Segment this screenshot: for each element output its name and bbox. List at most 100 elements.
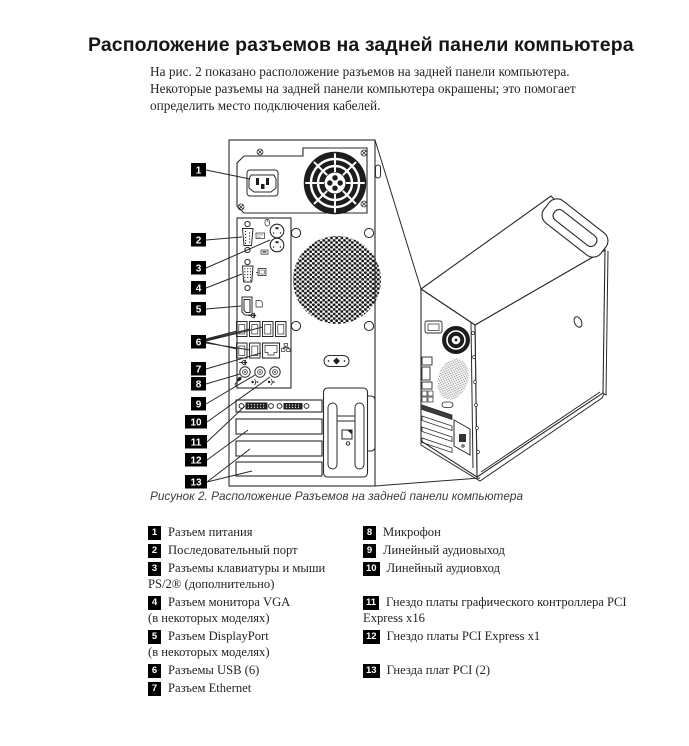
thumbscrew-hole <box>573 316 583 328</box>
slot-cover-pci-1 <box>235 440 323 457</box>
card-retention-bracket <box>322 387 376 478</box>
svg-text:10: 10 <box>190 417 202 428</box>
page-title: Расположение разъемов на задней панели к… <box>88 34 634 56</box>
legend-badge: 12 <box>363 630 380 644</box>
network-icon <box>281 343 291 352</box>
microphone-jack <box>239 366 251 378</box>
leader-lines <box>205 169 271 483</box>
tower-rear-seam <box>470 321 474 469</box>
legend-badge: 10 <box>363 562 380 576</box>
ps2-ports <box>260 219 285 255</box>
mouse-icon <box>264 219 270 227</box>
callout-11: 11 <box>185 435 207 449</box>
callout-10: 10 <box>185 415 207 429</box>
callout-1: 1 <box>191 163 206 177</box>
callout-12: 12 <box>185 453 207 467</box>
serial-port <box>241 220 265 254</box>
callout-3: 3 <box>191 261 206 275</box>
audio-jacks <box>239 366 281 378</box>
io-panel <box>234 217 292 389</box>
callout-6: 6 <box>191 335 206 349</box>
svg-text:8: 8 <box>196 379 202 390</box>
callout-13: 13 <box>185 475 207 489</box>
legend-badge: 2 <box>148 544 161 558</box>
magnify-line-bottom <box>374 477 481 487</box>
svg-text:4: 4 <box>196 283 202 294</box>
line-out-jack <box>254 366 266 378</box>
legend-empty-cell <box>363 680 683 696</box>
tower-isometric <box>420 195 609 482</box>
mini-vent <box>437 358 469 400</box>
vga-port <box>241 258 267 292</box>
legend-badge: 3 <box>148 562 161 576</box>
svg-text:9: 9 <box>196 399 202 410</box>
legend-badge: 13 <box>363 664 380 678</box>
power-connector <box>246 169 279 197</box>
line-in-icon <box>267 378 276 386</box>
line-out-icon <box>251 378 259 386</box>
legend-badge: 11 <box>363 596 380 610</box>
rear-panel-enlarged <box>228 139 381 487</box>
svg-text:12: 12 <box>190 455 202 466</box>
legend-badge: 4 <box>148 596 161 610</box>
slot-cover-pcie-x1 <box>235 418 323 435</box>
figure-caption: Рисунок 2. Расположение Разъемов на задн… <box>150 489 524 503</box>
legend-badge: 6 <box>148 664 161 678</box>
callout-4: 4 <box>191 281 206 295</box>
svg-text:1: 1 <box>196 165 202 176</box>
callout-badges: 1 2 3 4 5 6 7 8 9 10 11 12 13 <box>185 163 207 489</box>
svg-text:13: 13 <box>190 477 202 488</box>
psu-area <box>236 147 368 215</box>
slot-cover-pci-2 <box>235 461 323 477</box>
legend-badge: 8 <box>363 526 376 540</box>
keyboard-icon <box>260 249 269 255</box>
vent-grille <box>293 236 381 324</box>
tower-handle <box>541 198 609 258</box>
callout-7: 7 <box>191 362 206 376</box>
callout-9: 9 <box>191 397 206 411</box>
svg-text:5: 5 <box>196 304 202 315</box>
tower-base <box>420 393 605 482</box>
legend-badge: 9 <box>363 544 376 558</box>
serial-icon <box>255 232 265 239</box>
microphone-icon <box>234 376 242 387</box>
svg-text:2: 2 <box>196 235 202 246</box>
svg-text:6: 6 <box>196 337 202 348</box>
line-in-jack <box>269 366 281 378</box>
expansion-slots <box>235 387 376 478</box>
displayport-icon <box>255 300 263 308</box>
displayport <box>241 296 263 316</box>
svg-text:7: 7 <box>196 364 202 375</box>
legend-badge: 7 <box>148 682 161 696</box>
dvi-connectors <box>238 402 310 410</box>
monitor-icon <box>256 268 267 276</box>
svg-text:3: 3 <box>196 263 202 274</box>
rear-panel-figure: 1 2 3 4 5 6 7 8 9 10 11 12 13 <box>185 139 609 489</box>
fan-grille <box>303 151 367 215</box>
psu-screws <box>237 148 368 211</box>
callout-2: 2 <box>191 233 206 247</box>
callout-5: 5 <box>191 302 206 316</box>
legend-badge: 1 <box>148 526 161 540</box>
tower-front-edge <box>602 250 609 396</box>
usb-icon-bottom <box>239 359 248 366</box>
oval-connector <box>323 355 350 367</box>
ethernet-port <box>261 342 281 359</box>
legend-badge: 5 <box>148 630 161 644</box>
magnify-line-top <box>374 139 422 290</box>
padlock-loop <box>375 164 381 179</box>
